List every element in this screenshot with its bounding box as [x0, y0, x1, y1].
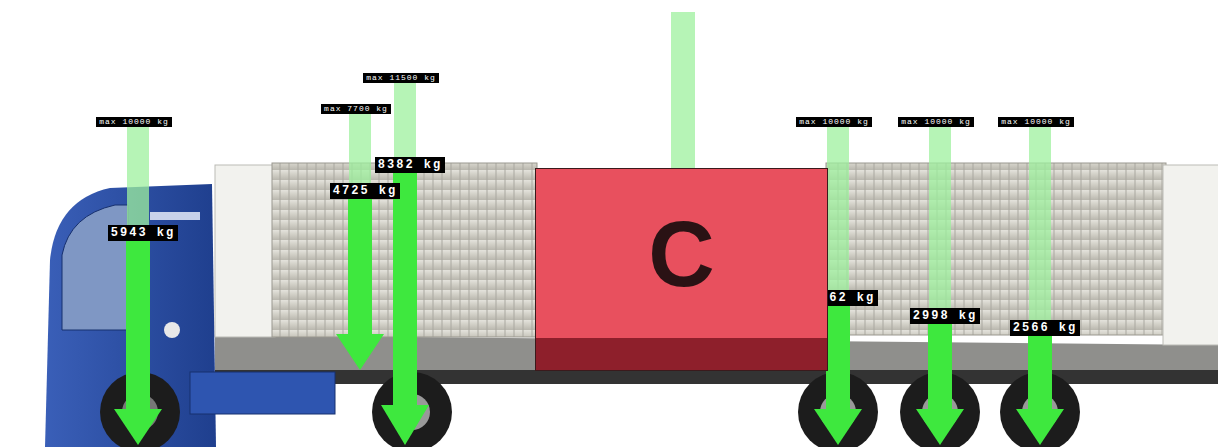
axle-limit: max 7700 kg — [321, 104, 391, 114]
axle-load: 2566 kg — [1010, 320, 1080, 336]
load-arrowhead — [114, 409, 162, 445]
axle-forces — [114, 81, 1064, 445]
load-arrowhead — [916, 409, 964, 445]
limit-bar — [1029, 125, 1051, 320]
limit-bar — [394, 81, 416, 157]
container-end — [1163, 165, 1218, 345]
limit-bar — [349, 112, 371, 183]
load-shaft — [348, 193, 372, 334]
load-shaft — [928, 318, 952, 409]
container-end — [215, 165, 275, 337]
cab-emblem — [164, 322, 180, 338]
chassis-beam — [215, 370, 1218, 384]
load-shaft — [826, 300, 850, 409]
load-arrowhead — [381, 405, 429, 445]
cab-window — [62, 205, 128, 330]
load-arrowhead — [336, 334, 384, 370]
load-shaft — [126, 235, 150, 409]
cargo-force — [671, 12, 695, 168]
axle-limit: max 10000 kg — [796, 117, 872, 127]
axle-load: 4725 kg — [330, 183, 400, 199]
axle-load: 8382 kg — [375, 157, 445, 173]
load-shaft — [1028, 330, 1052, 409]
axle-limit: max 10000 kg — [96, 117, 172, 127]
cargo-letter: C — [536, 202, 827, 307]
load-arrowhead — [814, 409, 862, 445]
cargo-box: C — [535, 168, 828, 371]
load-shaft — [393, 167, 417, 405]
limit-bar — [827, 125, 849, 290]
axle-load: 2998 kg — [910, 308, 980, 324]
container — [826, 163, 1166, 335]
axle-load: 5943 kg — [108, 225, 178, 241]
cab-trim — [150, 212, 200, 220]
axle-limit: max 11500 kg — [363, 73, 439, 83]
limit-bar — [127, 125, 149, 225]
fuel-tank — [190, 372, 335, 414]
limit-bar — [929, 125, 951, 308]
load-arrowhead — [1016, 409, 1064, 445]
axle-limit: max 10000 kg — [998, 117, 1074, 127]
axle-limit: max 10000 kg — [898, 117, 974, 127]
